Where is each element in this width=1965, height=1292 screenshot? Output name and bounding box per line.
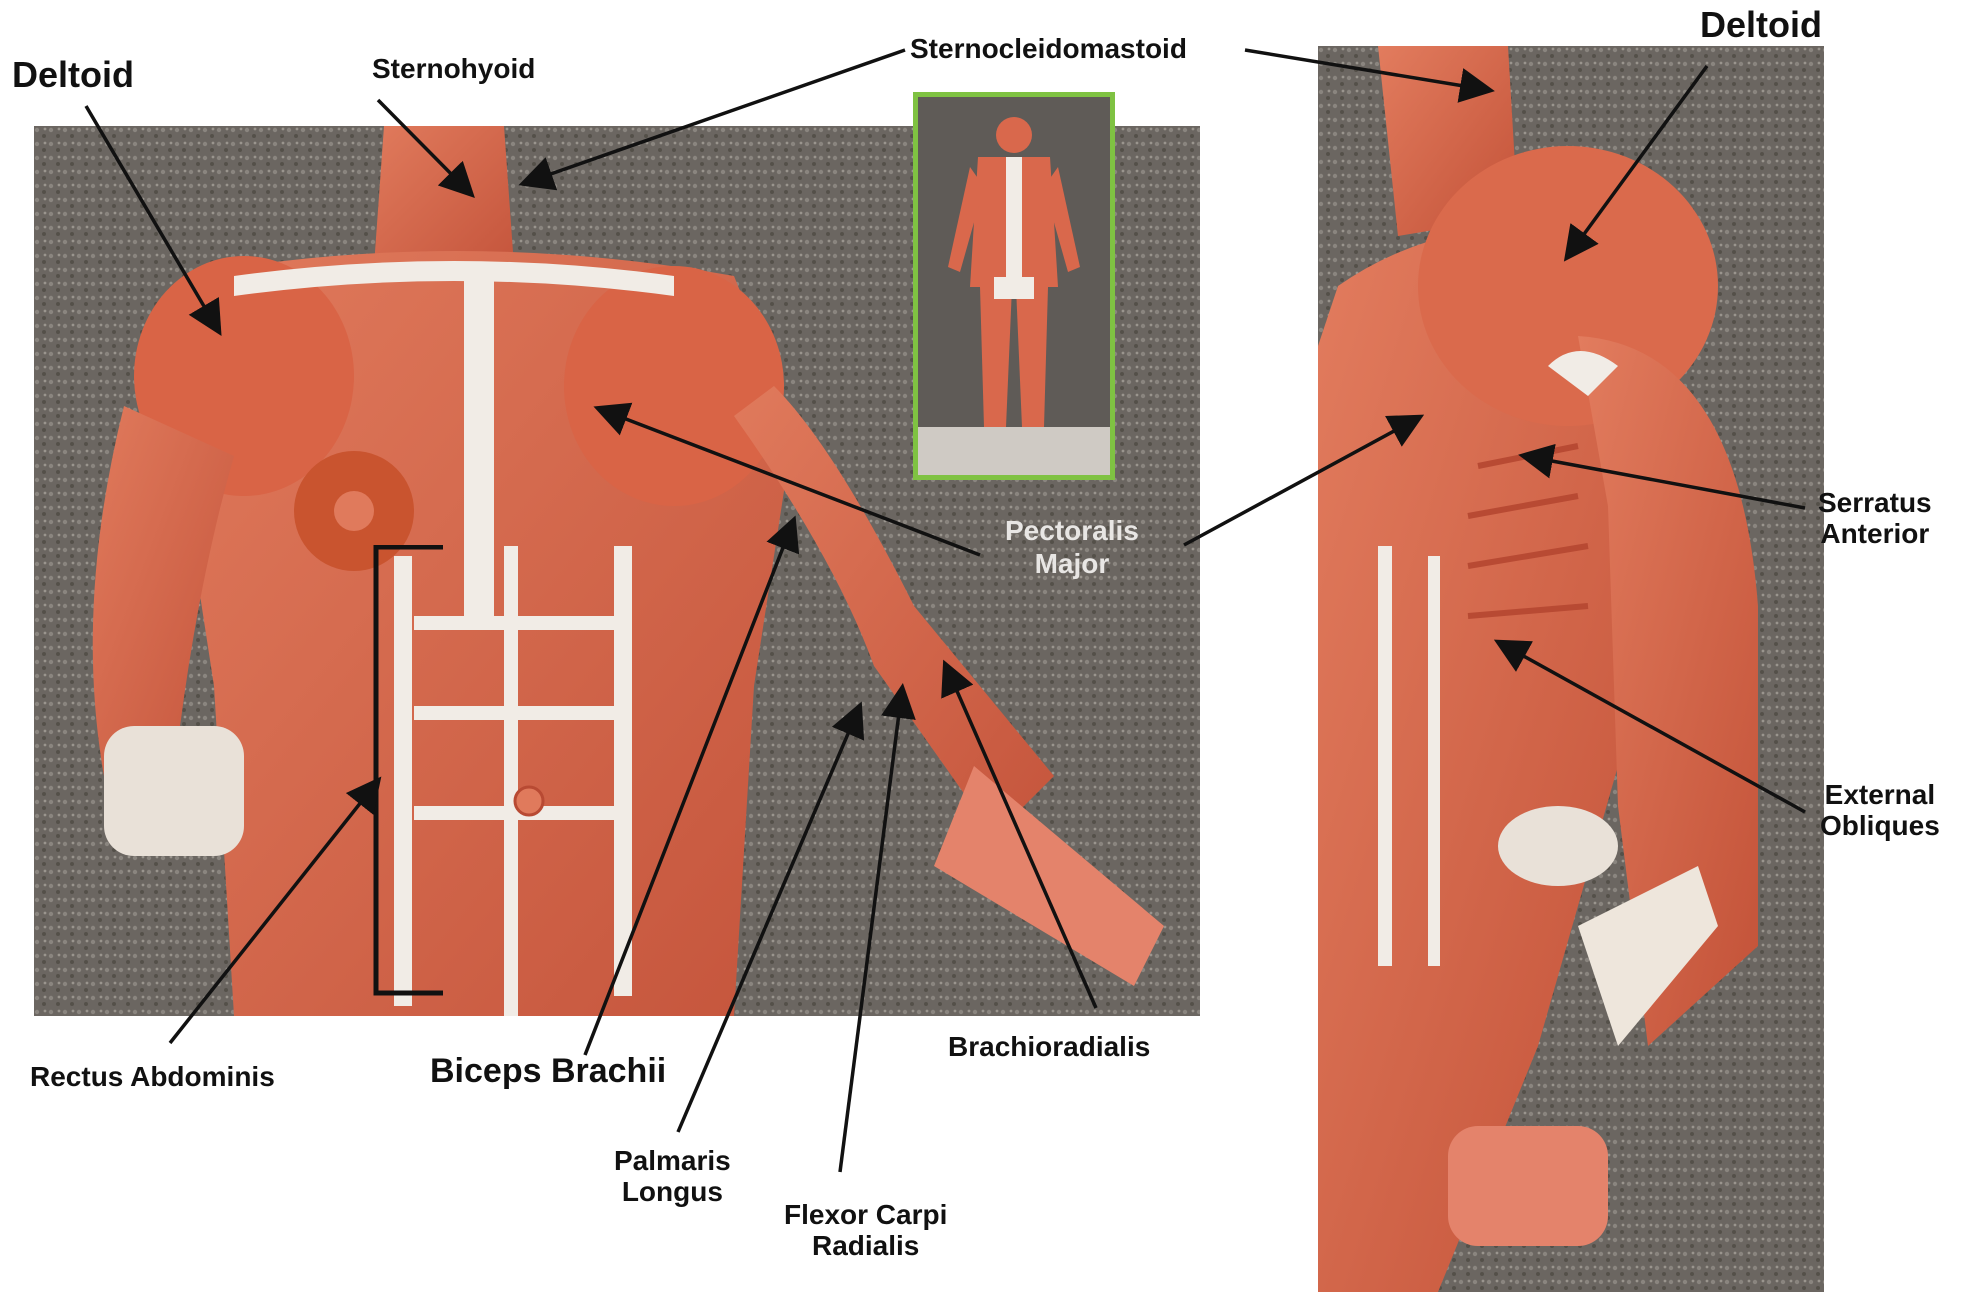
label-biceps-brachii: Biceps Brachii — [430, 1054, 666, 1090]
label-flexor-line2: Radialis — [784, 1231, 947, 1260]
lateral-torso-photo — [1318, 46, 1824, 1292]
rectus-abdominis-bracket — [368, 545, 448, 997]
label-external-obliques: External Obliques — [1820, 780, 1940, 841]
label-serratus-line1: Serratus — [1818, 488, 1932, 517]
label-palmaris-line2: Longus — [614, 1177, 731, 1206]
label-pectoralis-major: Pectoralis Major — [1005, 516, 1139, 579]
label-rectus-abdominis: Rectus Abdominis — [30, 1062, 275, 1091]
label-deltoid-right: Deltoid — [1700, 6, 1822, 44]
full-body-inset-photo — [913, 92, 1115, 480]
label-sternohyoid: Sternohyoid — [372, 54, 535, 83]
label-flexor-carpi-radialis: Flexor Carpi Radialis — [784, 1200, 947, 1261]
label-serratus-anterior: Serratus Anterior — [1818, 488, 1932, 549]
label-sternocleidomastoid: Sternocleidomastoid — [910, 34, 1187, 63]
label-obliques-line1: External — [1820, 780, 1940, 809]
label-obliques-line2: Obliques — [1820, 811, 1940, 840]
label-deltoid-left: Deltoid — [12, 56, 134, 94]
label-brachioradialis: Brachioradialis — [948, 1032, 1150, 1061]
label-serratus-line2: Anterior — [1818, 519, 1932, 548]
label-flexor-line1: Flexor Carpi — [784, 1200, 947, 1229]
label-pectoralis-line1: Pectoralis — [1005, 516, 1139, 545]
label-palmaris-longus: Palmaris Longus — [614, 1146, 731, 1207]
label-palmaris-line1: Palmaris — [614, 1146, 731, 1175]
label-pectoralis-line2: Major — [1005, 549, 1139, 578]
